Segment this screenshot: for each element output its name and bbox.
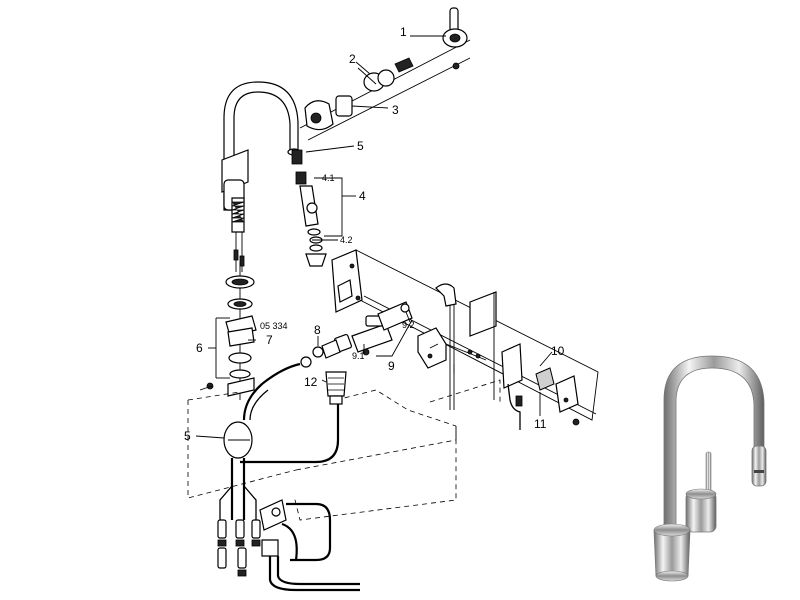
spray-hose-top: [291, 149, 307, 185]
label-part-5-top: 5: [357, 139, 364, 153]
sink-outline: [187, 379, 501, 521]
cartridge-nut: [335, 95, 353, 117]
connector-part-12: [325, 371, 347, 405]
label-part-4: 4: [359, 189, 366, 203]
label-part-4-2: 4.2: [340, 235, 353, 245]
label-part-11: 11: [534, 417, 547, 431]
connector-part-8: [312, 346, 324, 358]
hose-loop: [223, 362, 340, 520]
product-photo-faucet: [653, 355, 767, 582]
label-code-05334: 05 334: [260, 321, 288, 331]
handle-assembly: [299, 7, 471, 141]
label-part-4-1: 4.1: [322, 173, 335, 183]
valve-connector-group: [300, 301, 413, 368]
label-part-1: 1: [400, 25, 407, 39]
wall-panel: [469, 291, 497, 400]
label-part-6: 6: [196, 341, 203, 355]
label-part-7: 7: [266, 333, 273, 347]
control-box: [417, 327, 487, 374]
aerator: [305, 253, 327, 267]
label-part-2: 2: [349, 52, 356, 66]
spout-body: [221, 81, 301, 272]
elbow-fitting: [435, 283, 457, 410]
battery-box: [501, 343, 580, 430]
spray-head: [299, 185, 327, 267]
label-part-10: 10: [551, 344, 565, 358]
label-part-9-1: 9.1: [352, 351, 365, 361]
mounting-kit-stack: [199, 262, 257, 400]
label-part-8: 8: [314, 323, 321, 337]
leader-lines: [195, 35, 553, 439]
set-screw: [394, 57, 414, 73]
pull-out-hose-spring: [231, 201, 245, 223]
label-part-9-2: 9.2: [402, 320, 415, 330]
supply-lines: [217, 485, 360, 592]
label-part-9: 9: [388, 359, 395, 373]
label-part-12: 12: [304, 375, 318, 389]
label-part-5-bottom: 5: [184, 429, 191, 443]
label-part-3: 3: [392, 103, 399, 117]
